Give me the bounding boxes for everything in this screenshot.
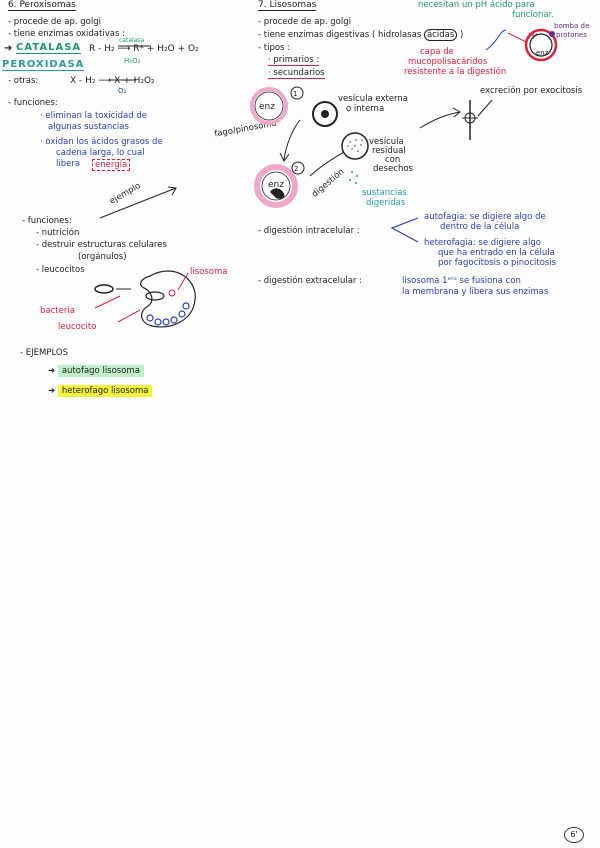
secondary-lysosome [257,167,295,205]
ejemplo-arrow [100,188,176,218]
primary-lysosome [252,89,286,123]
bacteria-shape [95,285,113,293]
